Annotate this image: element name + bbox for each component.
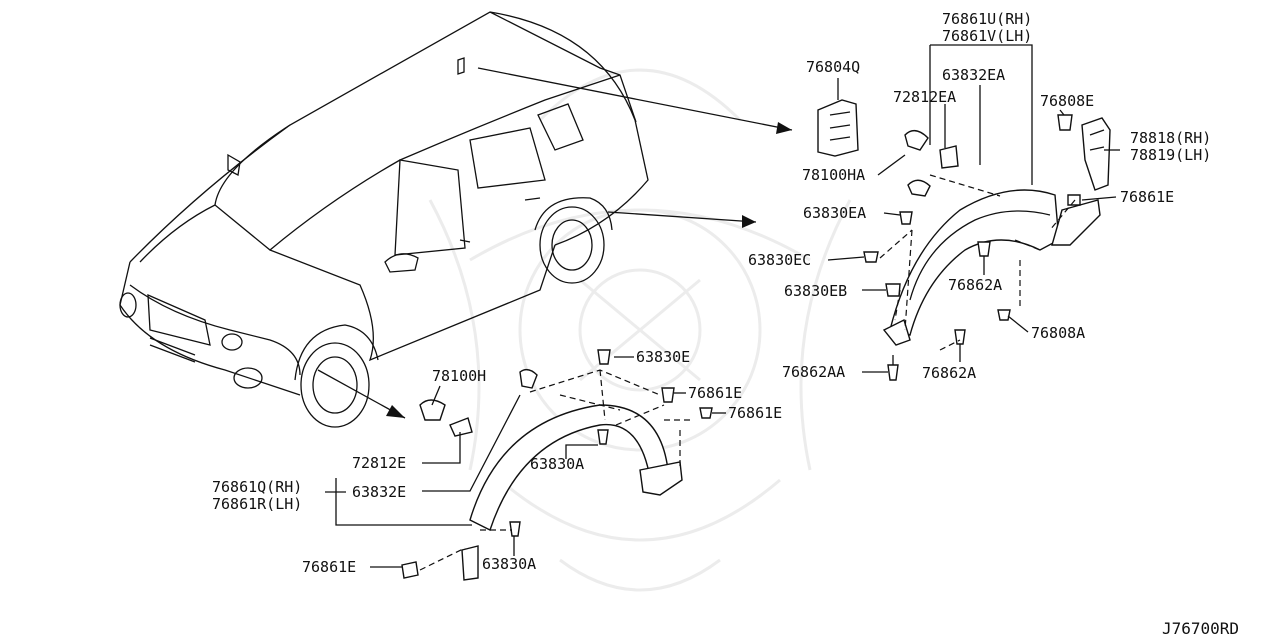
label-63832E: 63832E (352, 483, 406, 501)
label-78100HA: 78100HA (802, 166, 865, 184)
label-76862A-upper: 76862A (948, 276, 1002, 294)
label-76862A-lower: 76862A (922, 364, 976, 382)
leader-lines (325, 44, 1120, 568)
label-63830A-upper: 63830A (530, 455, 584, 473)
part-labels: 76861U(RH) 76861V(LH) 76804Q 63832EA 728… (212, 10, 1239, 638)
label-78818: 78818(RH) (1130, 129, 1211, 147)
vehicle-illustration (119, 11, 649, 428)
label-76861E-right: 76861E (728, 404, 782, 422)
callout-arrows (317, 67, 793, 419)
label-76862AA: 76862AA (782, 363, 845, 381)
label-76808E: 76808E (1040, 92, 1094, 110)
label-76861U: 76861U(RH) (942, 10, 1032, 28)
label-63830EC: 63830EC (748, 251, 811, 269)
label-72812E: 72812E (352, 454, 406, 472)
label-63830EA: 63830EA (803, 204, 866, 222)
label-76808A: 76808A (1031, 324, 1085, 342)
label-76861V: 76861V(LH) (942, 27, 1032, 45)
label-63832EA: 63832EA (942, 66, 1005, 84)
label-76861R: 76861R(LH) (212, 495, 302, 513)
label-72812EA: 72812EA (893, 88, 956, 106)
label-76861E-lower: 76861E (302, 558, 356, 576)
label-76861Q: 76861Q(RH) (212, 478, 302, 496)
diagram-reference-code: J76700RD (1162, 619, 1239, 638)
label-76804Q: 76804Q (806, 58, 860, 76)
label-78100H: 78100H (432, 367, 486, 385)
label-63830A-lower: 63830A (482, 555, 536, 573)
front-wheel-arch-assembly (401, 349, 713, 581)
label-63830E: 63830E (636, 348, 690, 366)
label-76861E-upper: 76861E (1120, 188, 1174, 206)
label-78819: 78819(LH) (1130, 146, 1211, 164)
label-76861E-mid: 76861E (688, 384, 742, 402)
label-63830EB: 63830EB (784, 282, 847, 300)
rear-wheel-arch-assembly (817, 99, 1111, 381)
watermark-emblem (428, 68, 852, 592)
